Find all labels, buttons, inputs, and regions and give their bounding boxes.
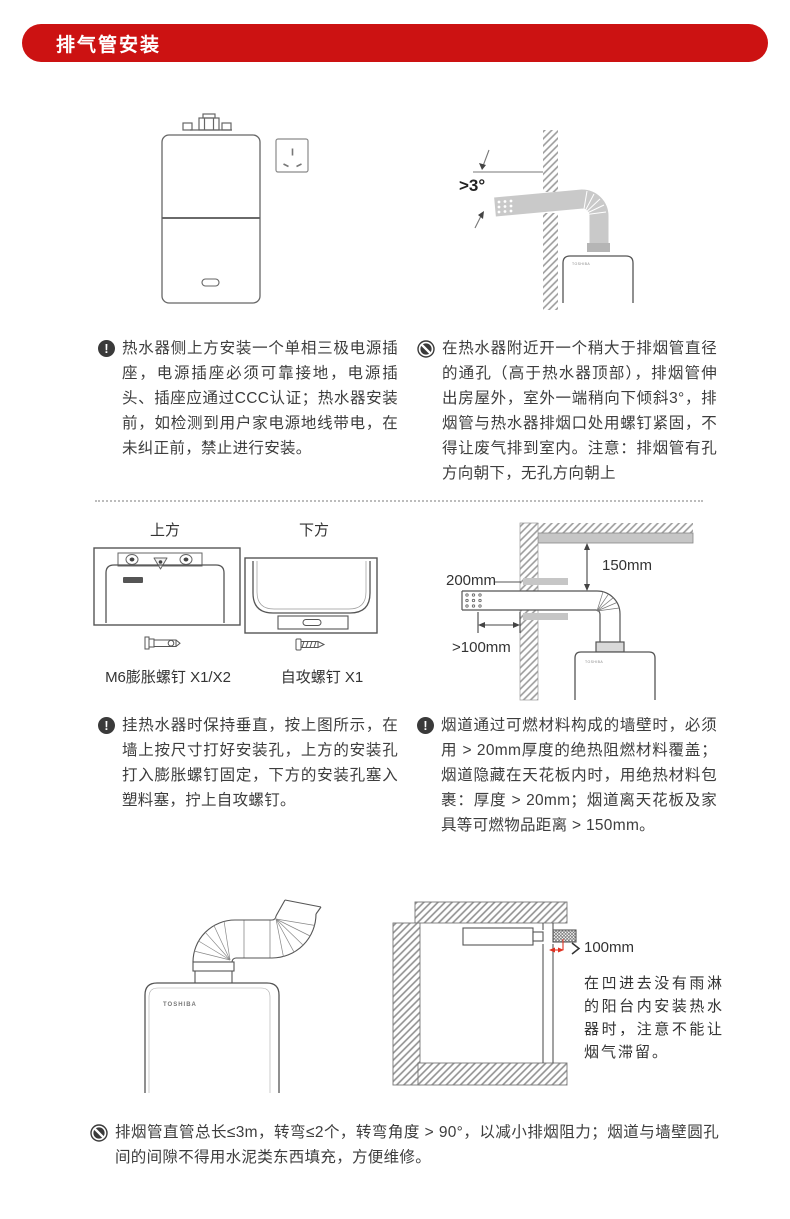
pipe-perforations [497, 199, 513, 214]
angle-reference [473, 149, 543, 229]
note-footer: 排烟管直管总长≤3m，转弯≤2个，转弯角度 > 90°，以减小排烟阻力；烟道与墙… [90, 1120, 724, 1170]
upper-mount-view [93, 547, 241, 626]
note-clearance: ! 烟道通过可燃材料构成的墙壁时，必须用 > 20mm厚度的绝热阻燃材料覆盖；烟… [417, 713, 717, 838]
balcony-walls [392, 901, 568, 1086]
section-title: 排气管安装 [56, 34, 162, 56]
heater-outline: TOSHIBA [562, 255, 634, 303]
wall-hatch [543, 130, 558, 310]
heater-outline: TOSHIBA [144, 982, 280, 1093]
figure-mounting-holes-diagram [93, 547, 378, 651]
note-flue-hole: 在热水器附近开一个稍大于排烟管直径的通孔（高于热水器顶部），排烟管伸出房屋外，室… [417, 336, 717, 486]
caption-expansion-screw: M6膨胀螺钉 X1/X2 [105, 669, 231, 686]
heater-outline: TOSHIBA [574, 651, 656, 700]
insulation-cover [495, 578, 568, 620]
figure-wall-flue-diagram: TOSHIBA [473, 130, 634, 310]
note-text: 烟道通过可燃材料构成的墙壁时，必须用 > 20mm厚度的绝热阻燃材料覆盖；烟道隐… [441, 717, 717, 834]
figure-clearance-diagram: TOSHIBA [461, 522, 694, 701]
brand-logo: TOSHIBA [163, 1002, 197, 1008]
prohibition-icon [417, 340, 435, 363]
dim-200mm: 200mm [446, 572, 497, 589]
figure-balcony-diagram [392, 901, 581, 1086]
expansion-bolt-drawing [144, 636, 181, 650]
heater-top-fitting [182, 113, 232, 131]
note-text: 热水器侧上方安装一个单相三极电源插座，电源插座必须可靠接地，电源插头、插座应通过… [122, 340, 398, 457]
warning-icon: ! [98, 717, 115, 734]
dotted-divider [95, 500, 703, 502]
note-text: 在热水器附近开一个稍大于排烟管直径的通孔（高于热水器顶部），排烟管伸出房屋外，室… [442, 340, 717, 482]
heater-outline [161, 134, 261, 304]
brand-logo: TOSHIBA [572, 262, 590, 266]
note-text: 排烟管直管总长≤3m，转弯≤2个，转弯角度 > 90°，以减小排烟阻力；烟道与墙… [115, 1124, 719, 1166]
caption-tapping-screw: 自攻螺钉 X1 [280, 669, 364, 686]
wall-hatch [519, 522, 539, 701]
warning-icon: ! [417, 717, 434, 734]
dim-100mm-balcony: 100mm [584, 939, 635, 956]
pipe-perforations [465, 593, 482, 608]
note-balcony: 在凹进去没有雨淋的阳台内安装热水器时，注意不能让烟气滞留。 [584, 975, 724, 1061]
note-mounting: ! 挂热水器时保持垂直，按上图所示，在墙上按尺寸打好安装孔，上方的安装孔打入膨胀… [98, 713, 398, 813]
power-outlet [275, 138, 309, 173]
section-banner: 排气管安装 [22, 24, 768, 62]
exhaust-pipe [494, 189, 610, 252]
flexible-duct [192, 899, 322, 983]
dim-100mm-wall: >100mm [452, 639, 511, 656]
label-upper: 上方 [150, 522, 181, 539]
prohibition-icon [90, 1124, 108, 1147]
label-lower: 下方 [299, 522, 330, 539]
note-text: 挂热水器时保持垂直，按上图所示，在墙上按尺寸打好安装孔，上方的安装孔打入膨胀螺钉… [122, 717, 398, 809]
figure-flexible-duct-diagram: TOSHIBA [144, 899, 322, 1093]
lower-mount-view [244, 557, 378, 634]
angle-label: >3° [459, 176, 486, 195]
warning-icon: ! [98, 340, 115, 357]
dimension-100mm [477, 612, 521, 633]
dimension-150mm [584, 543, 590, 591]
note-power-supply: ! 热水器侧上方安装一个单相三极电源插座，电源插座必须可靠接地，电源插头、插座应… [98, 336, 398, 461]
exhaust-pipe [462, 927, 577, 946]
exhaust-pipe [461, 590, 625, 653]
railing [542, 923, 554, 1063]
figure-power-outlet-diagram [161, 113, 309, 304]
dimension-100mm [549, 939, 581, 955]
dim-150mm: 150mm [602, 557, 653, 574]
tapping-screw-drawing [295, 638, 326, 651]
ceiling-hatch [537, 523, 694, 544]
brand-logo: TOSHIBA [585, 660, 603, 664]
